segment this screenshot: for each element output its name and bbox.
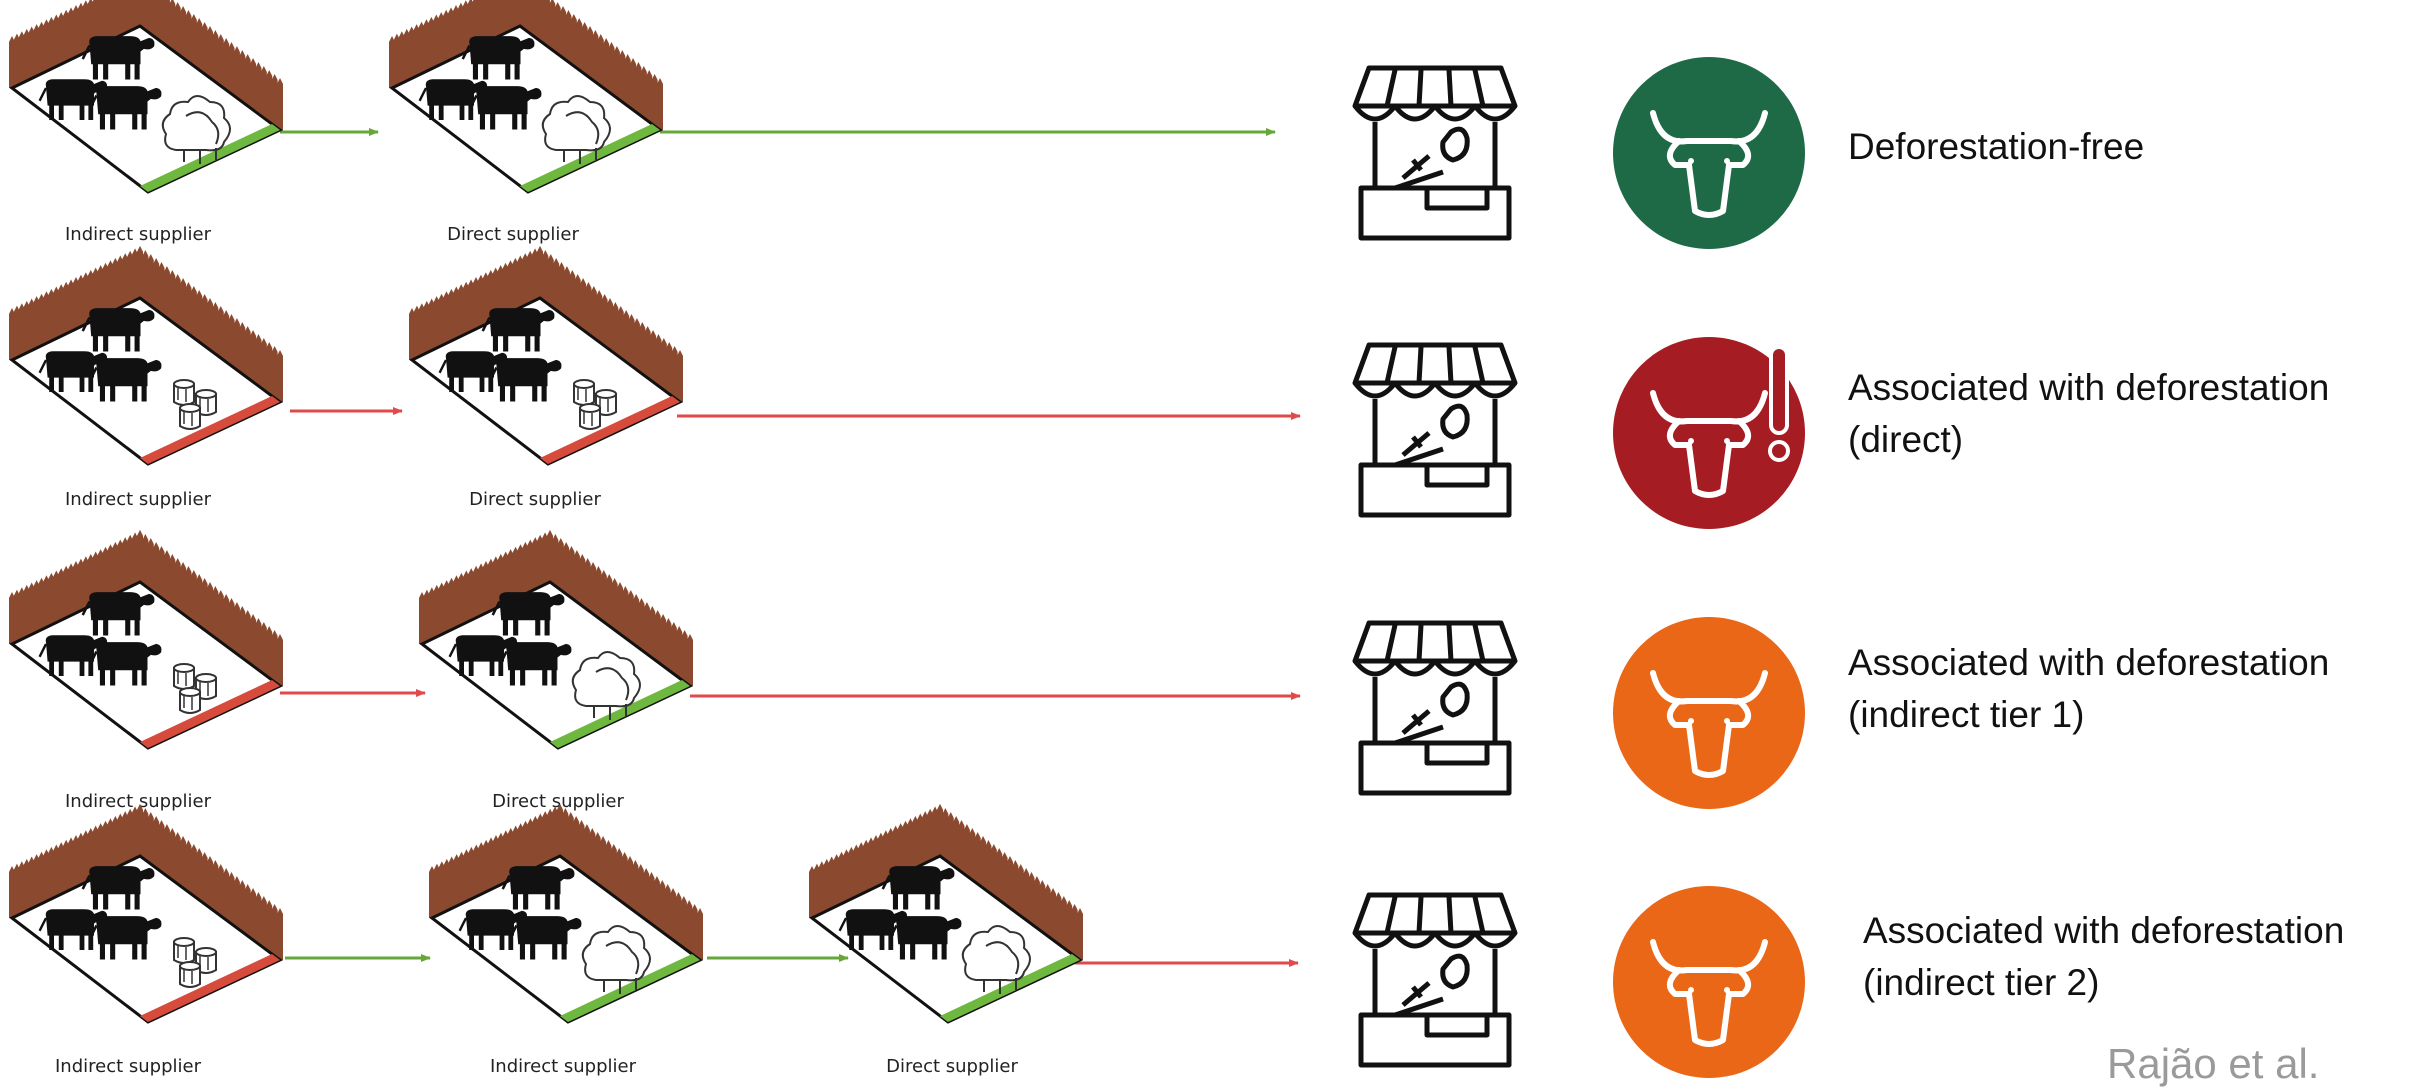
butcher-stall-icon <box>1355 68 1515 238</box>
farm-icon <box>409 246 683 464</box>
farm-label: Direct supplier <box>886 1056 1018 1077</box>
status-label-deforestation-free: Deforestation-free <box>1848 121 2144 173</box>
status-label-indirect-tier-2: Associated with deforestation (indirect … <box>1863 905 2344 1009</box>
farm-icon <box>419 530 693 748</box>
farm-icon <box>9 530 283 748</box>
farm-label: Indirect supplier <box>65 489 212 510</box>
farm-label: Direct supplier <box>447 224 579 245</box>
farm-label: Indirect supplier <box>490 1056 637 1077</box>
cattle-badge-icon <box>1613 617 1805 809</box>
alert-exclamation-icon <box>1770 347 1788 460</box>
cattle-badge-icon <box>1613 57 1805 249</box>
farm-icon <box>9 246 283 464</box>
farm-icon <box>389 0 663 192</box>
butcher-stall-icon <box>1355 345 1515 515</box>
farm-label: Indirect supplier <box>65 224 212 245</box>
farm-icon <box>9 0 283 192</box>
cattle-badge-icon <box>1613 337 1805 529</box>
farm-label: Direct supplier <box>469 489 601 510</box>
cattle-badge-icon <box>1613 886 1805 1078</box>
butcher-stall-icon <box>1355 895 1515 1065</box>
farm-icon <box>809 804 1083 1022</box>
status-label-direct-deforestation: Associated with deforestation (direct) <box>1848 362 2329 466</box>
citation: Rajão et al. <box>2107 1040 2319 1088</box>
butcher-stall-icon <box>1355 623 1515 793</box>
farm-icon <box>429 804 703 1022</box>
farm-label: Indirect supplier <box>55 1056 202 1077</box>
status-label-indirect-tier-1: Associated with deforestation (indirect … <box>1848 637 2329 741</box>
farm-icon <box>9 804 283 1022</box>
